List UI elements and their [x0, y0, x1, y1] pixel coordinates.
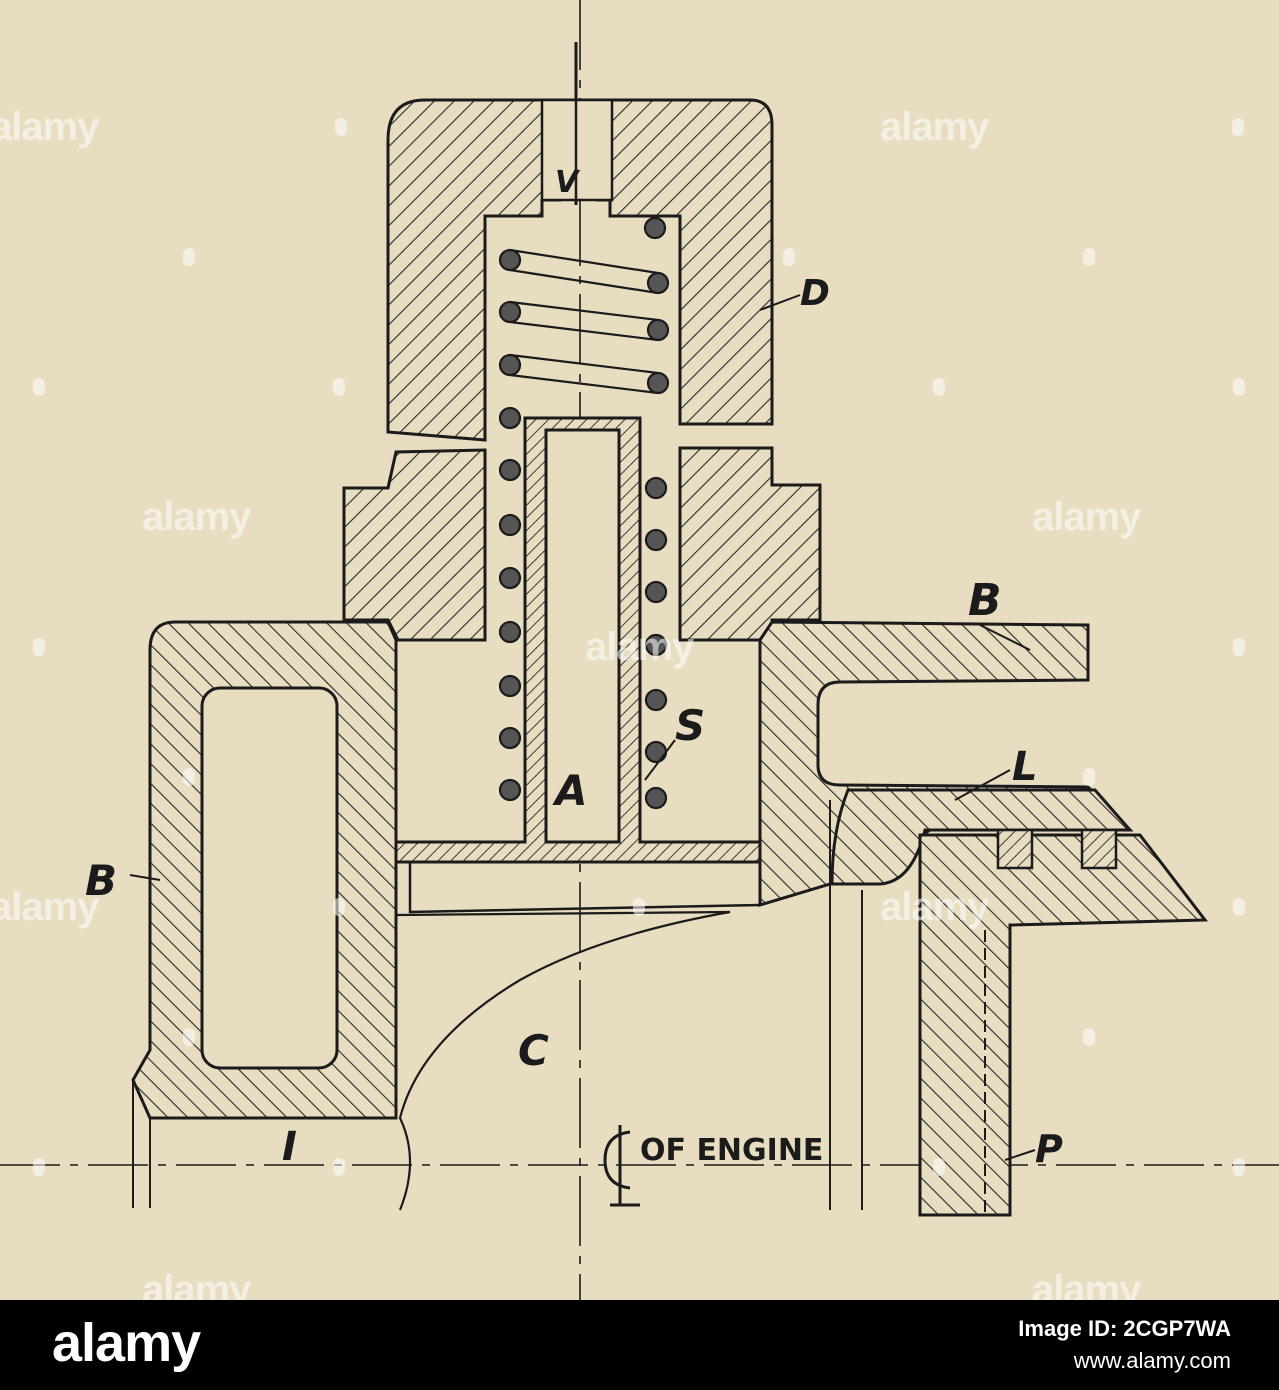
label-a: A [552, 766, 588, 815]
watermark-dot [333, 1158, 345, 1176]
watermark-bl: alamy [0, 885, 99, 929]
valve-cross-section-diagram: V D B S A L B C I P OF ENGINE [0, 0, 1279, 1300]
label-i: I [282, 1124, 297, 1170]
label-v: V [555, 165, 581, 200]
valve-stem-bore [544, 428, 621, 844]
label-l: L [1012, 744, 1038, 790]
watermark-dot [1233, 378, 1245, 396]
label-b-top: B [968, 575, 1002, 626]
watermark-dot [1233, 1158, 1245, 1176]
watermark-dot [335, 118, 347, 136]
watermark-dot [33, 638, 45, 656]
centerline-symbol [603, 1125, 640, 1207]
watermark-dot [1233, 638, 1245, 656]
watermark-dot [783, 248, 795, 266]
piston-ring-1 [996, 828, 1034, 870]
watermark-dot [333, 898, 345, 916]
watermark-br: alamy [880, 885, 989, 929]
watermark-dot [1083, 248, 1095, 266]
centerline-caption: OF ENGINE [640, 1133, 823, 1168]
watermark-dot [933, 378, 945, 396]
port-outline [408, 862, 761, 914]
site-link[interactable]: www.alamy.com [1073, 1348, 1231, 1373]
watermark-c: alamy [585, 625, 694, 669]
lower-bonnet-right [678, 446, 822, 642]
watermark-dot [933, 1158, 945, 1176]
watermark-dot [1233, 898, 1245, 916]
label-p: P [1035, 1127, 1063, 1171]
watermark-mr: alamy [1032, 495, 1141, 539]
image-id: Image ID: 2CGP7WA [1018, 1316, 1231, 1341]
watermark-tl: alamy [0, 105, 99, 149]
watermark-dot [183, 1028, 195, 1046]
lower-bonnet-left [342, 448, 487, 642]
label-s: S [675, 701, 705, 750]
watermark-dot [183, 768, 195, 786]
label-c: C [518, 1026, 549, 1075]
watermark-dot [1083, 768, 1095, 786]
watermark-ml: alamy [142, 495, 251, 539]
watermark-dot [1232, 118, 1244, 136]
spring-coils [498, 216, 670, 810]
watermark-dot [333, 378, 345, 396]
watermark-dot [1083, 1028, 1095, 1046]
water-jacket-cavity [200, 686, 339, 1070]
watermark-tr: alamy [880, 105, 989, 149]
cylinder-wall [918, 833, 1208, 1217]
label-b-left: B [85, 856, 117, 905]
footer-banner: alamy Image ID: 2CGP7WA www.alamy.com [0, 1300, 1279, 1390]
flow-passage-curve [395, 910, 731, 1211]
watermark-dot [183, 248, 195, 266]
watermark-dot [33, 378, 45, 396]
piston-ring-2 [1080, 828, 1118, 870]
watermark-dot [33, 1158, 45, 1176]
watermark-dot [633, 898, 645, 916]
label-d: D [800, 273, 830, 314]
brand-logo[interactable]: alamy [52, 1313, 201, 1373]
